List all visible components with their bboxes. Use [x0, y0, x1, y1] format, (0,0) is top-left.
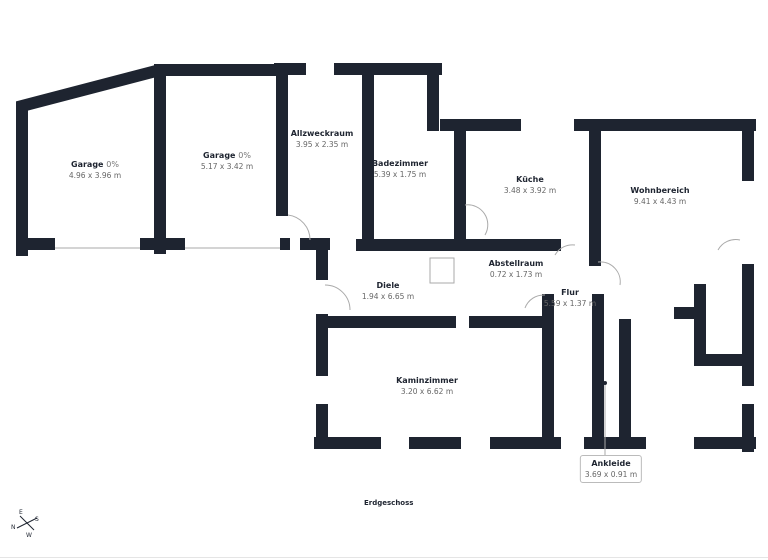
- wall-ankleide: [592, 294, 631, 449]
- wall-bad-kueche: [362, 64, 756, 251]
- divider: [0, 557, 768, 558]
- room-garage-2: Garage 0% 5.17 x 3.42 m: [200, 151, 254, 171]
- floor-name: Erdgeschoss: [364, 499, 414, 507]
- wall-wohn: [674, 284, 754, 366]
- wall-garage-1: [16, 64, 286, 256]
- compass-e: E: [19, 509, 23, 516]
- compass-s: S: [35, 516, 39, 523]
- room-garage-1: Garage 0% 4.96 x 3.96 m: [68, 160, 122, 180]
- compass-icon: [16, 515, 38, 531]
- compass-n: N: [11, 524, 16, 531]
- compass-w: W: [26, 532, 32, 539]
